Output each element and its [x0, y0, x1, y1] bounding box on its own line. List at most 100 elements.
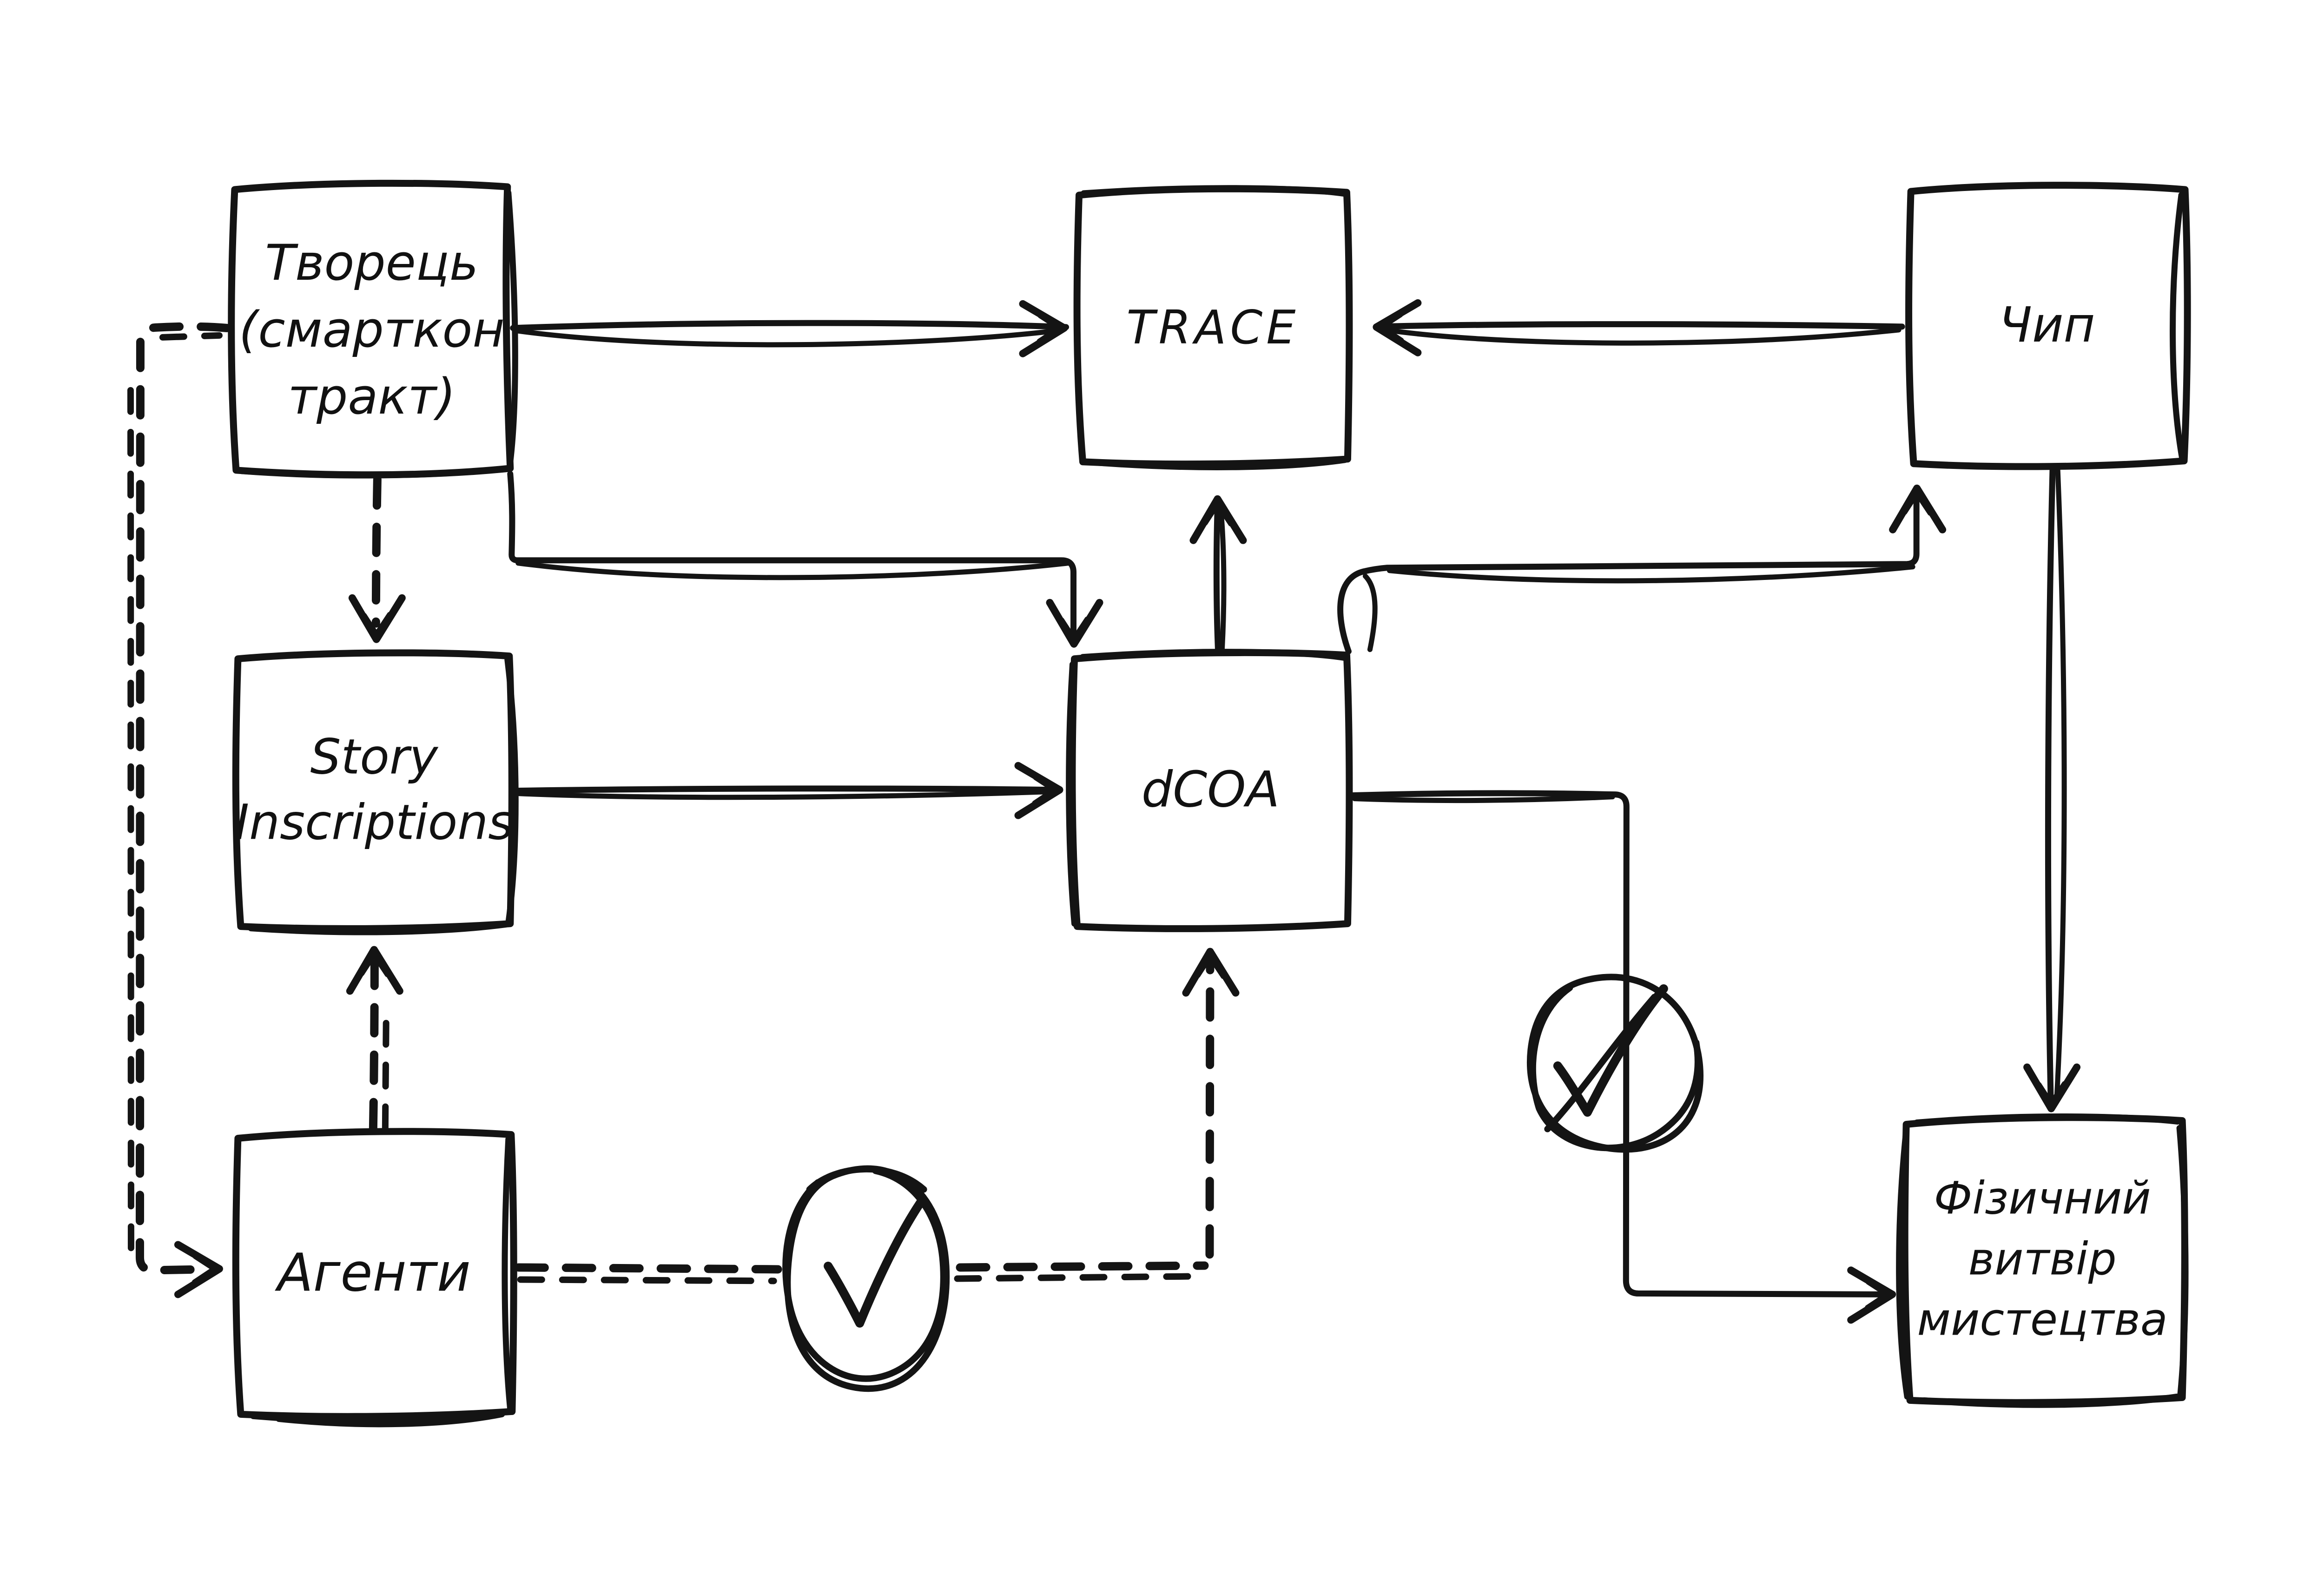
box-overdraw [505, 190, 518, 473]
box-overdraw [1066, 661, 1078, 927]
edge-overdraw [1376, 326, 1901, 346]
node-label-dcoa: dCOA [1141, 761, 1280, 818]
box-overdraw [2170, 192, 2185, 462]
check-badge-dcoa-artwork [1527, 974, 1704, 1153]
circle-scribble [1529, 984, 1701, 1152]
arrowhead-icon [1902, 491, 1933, 516]
check-badge-agents-dcoa [782, 1165, 950, 1392]
node-chip [1905, 182, 2191, 470]
box-overdraw [1914, 1113, 2181, 1126]
edge-line [371, 475, 382, 628]
box-overdraw [1921, 1393, 2180, 1408]
arrowhead-icon [1203, 502, 1233, 527]
edge-overdraw [514, 327, 1066, 348]
arrowhead-icon [1189, 495, 1247, 544]
node-label-artwork: Фізичний витвір мистецтва [1917, 1172, 2168, 1346]
arrowhead-icon [174, 1241, 223, 1298]
arrowhead-icon [1847, 1266, 1896, 1324]
node-creator [228, 179, 518, 479]
box-overdraw [248, 922, 509, 935]
edge-overdraw [1218, 506, 1227, 652]
node-trace [1073, 185, 1353, 470]
edge-line [1373, 321, 1905, 330]
arrowhead-icon [1032, 775, 1056, 805]
node-label-area-chip: Чип [1999, 296, 2095, 353]
edge-line [507, 471, 1077, 639]
node-artwork [1896, 1113, 2189, 1408]
edge-overdraw [954, 1273, 1202, 1282]
arrowhead-icon [2023, 1063, 2081, 1113]
edge-dcoa-to-artwork [1349, 790, 1896, 1324]
checkmark-icon [1553, 984, 1668, 1117]
edge-overdraw [159, 332, 223, 341]
node-label-area-creator: Творець (смарткон тракт) [239, 234, 505, 425]
arrowhead-icon [348, 594, 406, 643]
arrowhead-icon [191, 1254, 216, 1284]
edge-line [135, 322, 231, 1275]
arrowhead-icon [1014, 762, 1063, 819]
box-overdraw [1896, 1127, 1910, 1400]
node-label-area-agents: Агенти [277, 1243, 471, 1304]
circle-scribble [784, 1165, 950, 1392]
arrowhead-icon [1195, 955, 1226, 979]
arrowhead-icon [1182, 948, 1240, 997]
edge-overdraw [517, 1276, 777, 1284]
edge-dcoa-to-trace [1189, 495, 1247, 653]
circle-scribble [806, 1165, 927, 1193]
edge-creator-to-story [348, 475, 406, 643]
edge-line [510, 320, 1070, 331]
edge-line [369, 959, 379, 1132]
edge-line [513, 785, 1056, 794]
arrowhead-icon [362, 612, 392, 636]
node-label-agents: Агенти [277, 1243, 471, 1304]
arrowhead-icon [1046, 599, 1103, 648]
edge-overdraw [1386, 564, 1915, 584]
node-label-trace: TRACE [1126, 300, 1300, 355]
arrowhead-icon [1037, 313, 1061, 343]
node-label-area-story: Story Inscriptions [239, 728, 509, 850]
edge-creator-to-agents [127, 322, 231, 1298]
edge-overdraw [1362, 573, 1378, 652]
edge-agents-to-dcoa [514, 948, 1240, 1284]
edge-dcoa-to-chip [1337, 484, 1947, 655]
edge-overdraw [515, 560, 1071, 580]
node-story [232, 649, 519, 935]
box-overdraw [502, 1136, 514, 1413]
box-overdraw [2176, 1125, 2189, 1397]
arrowhead-icon [1373, 299, 1422, 356]
edge-line [956, 1261, 1209, 1272]
arrowhead-icon [2037, 1081, 2067, 1106]
edge-overdraw [516, 789, 1052, 800]
arrowhead-icon [359, 953, 390, 977]
node-label-area-trace: TRACE [1126, 300, 1300, 355]
node-agents [232, 1128, 517, 1428]
circle-scribble [782, 1167, 947, 1382]
box-overdraw [1082, 457, 1348, 470]
box-overdraw [1080, 649, 1348, 661]
edge-overdraw [382, 1010, 390, 1132]
box-overdraw [238, 466, 508, 479]
edge-line [514, 1263, 782, 1274]
edge-line [1337, 498, 1920, 655]
edge-creator-to-dcoa [507, 471, 1103, 648]
edge-line [1213, 504, 1221, 653]
arrowhead-icon [346, 946, 403, 995]
arrowhead-icon [1889, 484, 1947, 533]
edge-chip-to-artwork [2023, 465, 2081, 1113]
edge-agents-to-story [346, 946, 403, 1132]
box-overdraw [1081, 185, 1348, 197]
arrowhead-icon [1059, 616, 1089, 641]
node-label-area-dcoa: dCOA [1141, 761, 1280, 818]
edge-line [2045, 465, 2056, 1103]
edge-story-to-dcoa [513, 762, 1063, 819]
node-dcoa [1066, 649, 1353, 932]
edge-line [1349, 790, 1887, 1297]
edge-overdraw [2054, 467, 2067, 1100]
arrowhead-icon [1380, 312, 1404, 342]
box-overdraw [504, 657, 519, 926]
edge-chip-to-trace [1373, 299, 1905, 356]
node-label-creator: Творець (смарткон тракт) [239, 234, 505, 425]
arrowhead-icon [1019, 300, 1068, 357]
